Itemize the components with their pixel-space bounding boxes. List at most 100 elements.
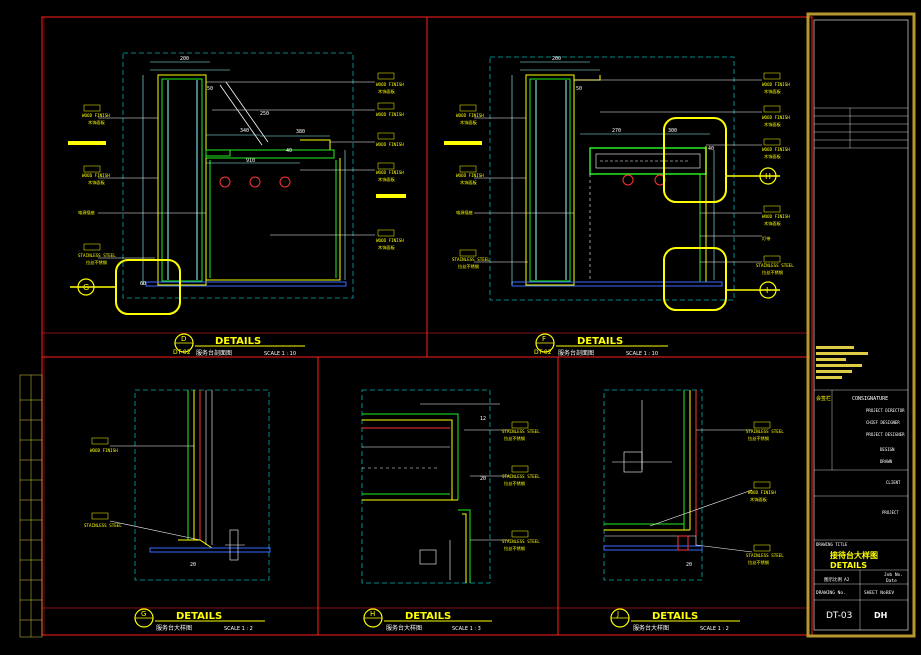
svg-text:STAINLESS STEEL: STAINLESS STEEL (746, 429, 784, 434)
title-caption: DETAILS (176, 611, 222, 622)
highlight-bar (376, 194, 406, 198)
svg-text:拉丝不锈钢: 拉丝不锈钢 (458, 263, 479, 270)
title-scale: SCALE 1 : 10 (264, 351, 296, 357)
svg-text:木饰面板: 木饰面板 (88, 119, 106, 126)
title-sheet: DT-02 (534, 349, 552, 356)
svg-text:STAINLESS STEEL: STAINLESS STEEL (756, 263, 794, 268)
drawing-title-label: DRAWING TITLE (816, 542, 848, 547)
svg-text:拉丝不锈钢: 拉丝不锈钢 (504, 435, 525, 442)
title-subtitle: 服务台大样图 (156, 624, 192, 632)
callout-light: 灯带 (762, 235, 770, 242)
counter-section-geometry (511, 74, 723, 287)
rev-label: REV (886, 590, 894, 596)
title-detail-h[interactable]: H DETAILS 服务台大样图 SCALE 1 : 3 (363, 608, 492, 632)
svg-text:WOOD FINISH: WOOD FINISH (762, 147, 790, 152)
svg-text:WOOD FINISH: WOOD FINISH (376, 238, 404, 243)
viewport-boundary (134, 389, 270, 581)
title-detail-f[interactable]: F DT-02 DETAILS 服务台剖面图 SCALE 1 : 10 (534, 333, 668, 357)
dim-text: 12 (480, 416, 486, 422)
callout-tag-wood-finish: WOOD FINISH 木饰面板 (82, 104, 110, 126)
detail-d-section[interactable]: 200 50 340 380 250 910 40 60 WO (68, 52, 406, 315)
svg-text:WOOD FINISH: WOOD FINISH (456, 173, 484, 178)
section-marker[interactable] (759, 167, 777, 185)
title-detail-j[interactable]: J DETAILS 服务台大样图 SCALE 1 : 2 (610, 608, 740, 632)
date-label: Date (886, 578, 897, 584)
callout-cable: 电源插座 (456, 209, 473, 216)
title-letter: G (141, 610, 146, 618)
dim-text: 200 (180, 56, 189, 62)
svg-text:STAINLESS STEEL: STAINLESS STEEL (502, 429, 540, 434)
drawing-title-cn: 接待台大样图 (830, 550, 878, 560)
svg-text:木饰面板: 木饰面板 (378, 176, 396, 183)
section-marker[interactable] (759, 281, 777, 299)
highlight-bar (68, 141, 106, 145)
svg-text:WOOD FINISH: WOOD FINISH (82, 173, 110, 178)
detail-g-enlarged[interactable]: WOOD FINISH STAINLESS STEEL 20 (84, 389, 271, 581)
viewport-boundary (122, 52, 354, 299)
section-marker[interactable] (77, 278, 95, 296)
title-detail-g[interactable]: G DETAILS 服务台大样图 SCALE 1 : 2 (134, 608, 265, 632)
svg-text:木饰面板: 木饰面板 (750, 496, 768, 503)
dim-text: 20 (686, 562, 692, 568)
callout-tag-wood-finish: WOOD FINISH 木饰面板 (82, 165, 110, 186)
consignature: CONSIGNATURE (852, 396, 888, 402)
dim-text: 340 (240, 128, 249, 134)
svg-text:STAINLESS STEEL: STAINLESS STEEL (502, 474, 540, 479)
title-scale: SCALE 1 : 2 (224, 626, 253, 632)
callout-tag-wood-finish: WOOD FINISH (90, 437, 118, 453)
title-letter: F (542, 335, 546, 343)
svg-text:WOOD FINISH: WOOD FINISH (376, 170, 404, 175)
drawing-no-label: DRAWING No. (816, 590, 846, 596)
enlarged-geometry (603, 390, 703, 551)
dim-text: 380 (296, 129, 305, 135)
cable-circles (219, 176, 291, 188)
svg-text:WOOD FINISH: WOOD FINISH (90, 448, 118, 453)
tb-row: PROJECT DIRECTOR (866, 408, 905, 413)
section-marker-letter: G (83, 283, 89, 292)
svg-text:拉丝不锈钢: 拉丝不锈钢 (504, 545, 525, 552)
svg-text:木饰面板: 木饰面板 (88, 179, 106, 186)
svg-text:STAINLESS STEEL: STAINLESS STEEL (78, 253, 116, 258)
callout-tag-wood-finish: WOOD FINISH (376, 132, 404, 147)
title-block[interactable]: 会签栏 CONSIGNATURE PROJECT DIRECTOR CHIEF … (806, 12, 916, 638)
callout-tag-stainless: STAINLESS STEEL (84, 512, 122, 528)
svg-text:WOOD FINISH: WOOD FINISH (762, 115, 790, 120)
svg-text:WOOD FINISH: WOOD FINISH (376, 82, 404, 87)
tb-row: DRAWN (880, 459, 893, 464)
title-scale: SCALE 1 : 3 (452, 626, 481, 632)
drawing-title-en: DETAILS (830, 561, 867, 570)
svg-text:WOOD FINISH: WOOD FINISH (762, 214, 790, 219)
title-subtitle: 服务台大样图 (386, 624, 422, 632)
svg-text:拉丝不锈钢: 拉丝不锈钢 (762, 269, 783, 276)
drawing-no: DT-03 (826, 611, 852, 621)
scale-value: A2 (844, 577, 850, 583)
title-detail-d[interactable]: D DT-02 DETAILS 服务台剖面图 SCALE 1 : 10 (173, 333, 305, 357)
dim-text: 60 (140, 281, 146, 287)
client-label: CLIENT (886, 480, 901, 485)
dimension-lines (511, 61, 715, 285)
svg-text:木饰面板: 木饰面板 (378, 88, 396, 95)
title-subtitle: 服务台大样图 (633, 624, 669, 632)
highlight-bar (444, 141, 482, 145)
title-caption: DETAILS (577, 336, 623, 347)
job-no-label: Job No. (884, 572, 903, 578)
title-sheet: DT-02 (173, 349, 191, 356)
detail-callout-box[interactable] (663, 247, 727, 311)
dim-text: 300 (668, 128, 677, 134)
dim-text: 20 (480, 476, 486, 482)
callout-cable: 电源插座 (78, 209, 95, 216)
detail-callout-box[interactable] (663, 117, 727, 203)
